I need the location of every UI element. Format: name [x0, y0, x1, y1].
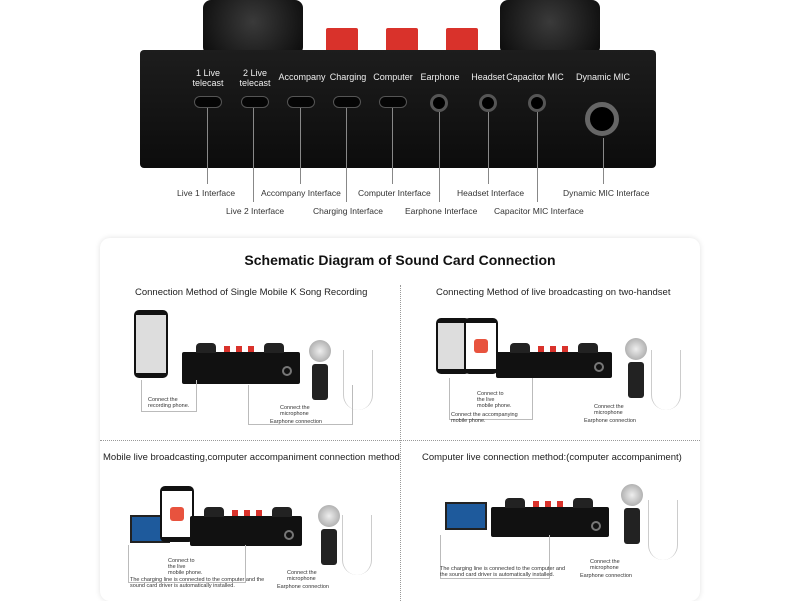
quadrant-title: Mobile live broadcasting,computer accomp… [103, 452, 400, 463]
interface-label: Charging Interface [313, 206, 383, 216]
audio-jack [430, 94, 448, 112]
divider [400, 285, 401, 601]
note: Earphone connection [580, 573, 632, 579]
sound-card-rear-panel: 1 Live telecast 2 Live telecast Accompan… [140, 50, 656, 168]
volume-knob-right[interactable] [500, 0, 600, 55]
interface-label: Headset Interface [457, 188, 525, 198]
port-label: Earphone [420, 72, 460, 82]
effect-button[interactable] [446, 28, 478, 54]
interface-label: Accompany Interface [261, 188, 341, 198]
usb-c-port [241, 96, 269, 108]
port-label: Charging [329, 72, 367, 82]
sound-card-illustration [496, 343, 612, 378]
microphone-illustration [621, 484, 643, 544]
note: The charging line is connected to the co… [440, 566, 566, 578]
microphone-illustration [625, 338, 647, 398]
earphones-illustration [651, 350, 681, 410]
interface-label: Live 1 Interface [177, 188, 236, 198]
interface-label: Earphone Interface [405, 206, 478, 216]
note: Connect the recording phone. [148, 397, 190, 409]
phone-illustration [134, 310, 168, 378]
sound-card-illustration [182, 343, 300, 384]
port-label: Capacitor MIC [506, 72, 564, 82]
earphones-illustration [648, 500, 678, 560]
divider [100, 440, 700, 441]
interface-label: Dynamic MIC Interface [563, 188, 650, 198]
usb-c-port [333, 96, 361, 108]
interface-label: Computer Interface [358, 188, 431, 198]
note: Connect to the live mobile phone. [477, 391, 512, 409]
dynamic-mic-jack [585, 102, 619, 136]
phone-illustration [464, 318, 498, 374]
sound-card-illustration [190, 507, 302, 546]
audio-jack [479, 94, 497, 112]
interface-label: Live 2 Interface [226, 206, 285, 216]
microphone-illustration [318, 505, 340, 565]
port-label: 2 Live telecast [239, 68, 271, 88]
port-label: Computer [373, 72, 413, 82]
usb-c-port [194, 96, 222, 108]
note: Connect to the live mobile phone. [168, 558, 203, 576]
port-label: Headset [471, 72, 505, 82]
microphone-illustration [309, 340, 331, 400]
note: Connect the microphone [280, 405, 310, 417]
note: Connect the microphone [287, 570, 317, 582]
port-label: Accompany [278, 72, 326, 82]
note: The charging line is connected to the co… [130, 577, 265, 589]
sound-card-illustration [491, 498, 609, 537]
quadrant-title: Computer live connection method:(compute… [422, 452, 682, 463]
quadrant-title: Connection Method of Single Mobile K Son… [135, 287, 368, 298]
usb-c-port [287, 96, 315, 108]
effect-button[interactable] [326, 28, 358, 54]
note: Earphone connection [584, 418, 636, 424]
note: Connect the accompanying mobile phone. [451, 412, 518, 424]
note: Earphone connection [277, 584, 329, 590]
usb-c-port [379, 96, 407, 108]
earphones-illustration [343, 350, 373, 410]
port-label: Dynamic MIC [575, 72, 630, 82]
quadrant-title: Connecting Method of live broadcasting o… [436, 287, 671, 298]
diagram-title: Schematic Diagram of Sound Card Connecti… [244, 252, 556, 268]
port-label: 1 Live telecast [192, 68, 224, 88]
phone-illustration [160, 486, 194, 542]
interface-label: Capacitor MIC Interface [494, 206, 584, 216]
volume-knob-left[interactable] [203, 0, 303, 55]
note: Connect the microphone [590, 559, 620, 571]
earphones-illustration [342, 515, 372, 575]
note: Connect the microphone [594, 404, 624, 416]
computer-illustration [445, 502, 487, 530]
note: Earphone connection [270, 419, 322, 425]
effect-button[interactable] [386, 28, 418, 54]
audio-jack [528, 94, 546, 112]
